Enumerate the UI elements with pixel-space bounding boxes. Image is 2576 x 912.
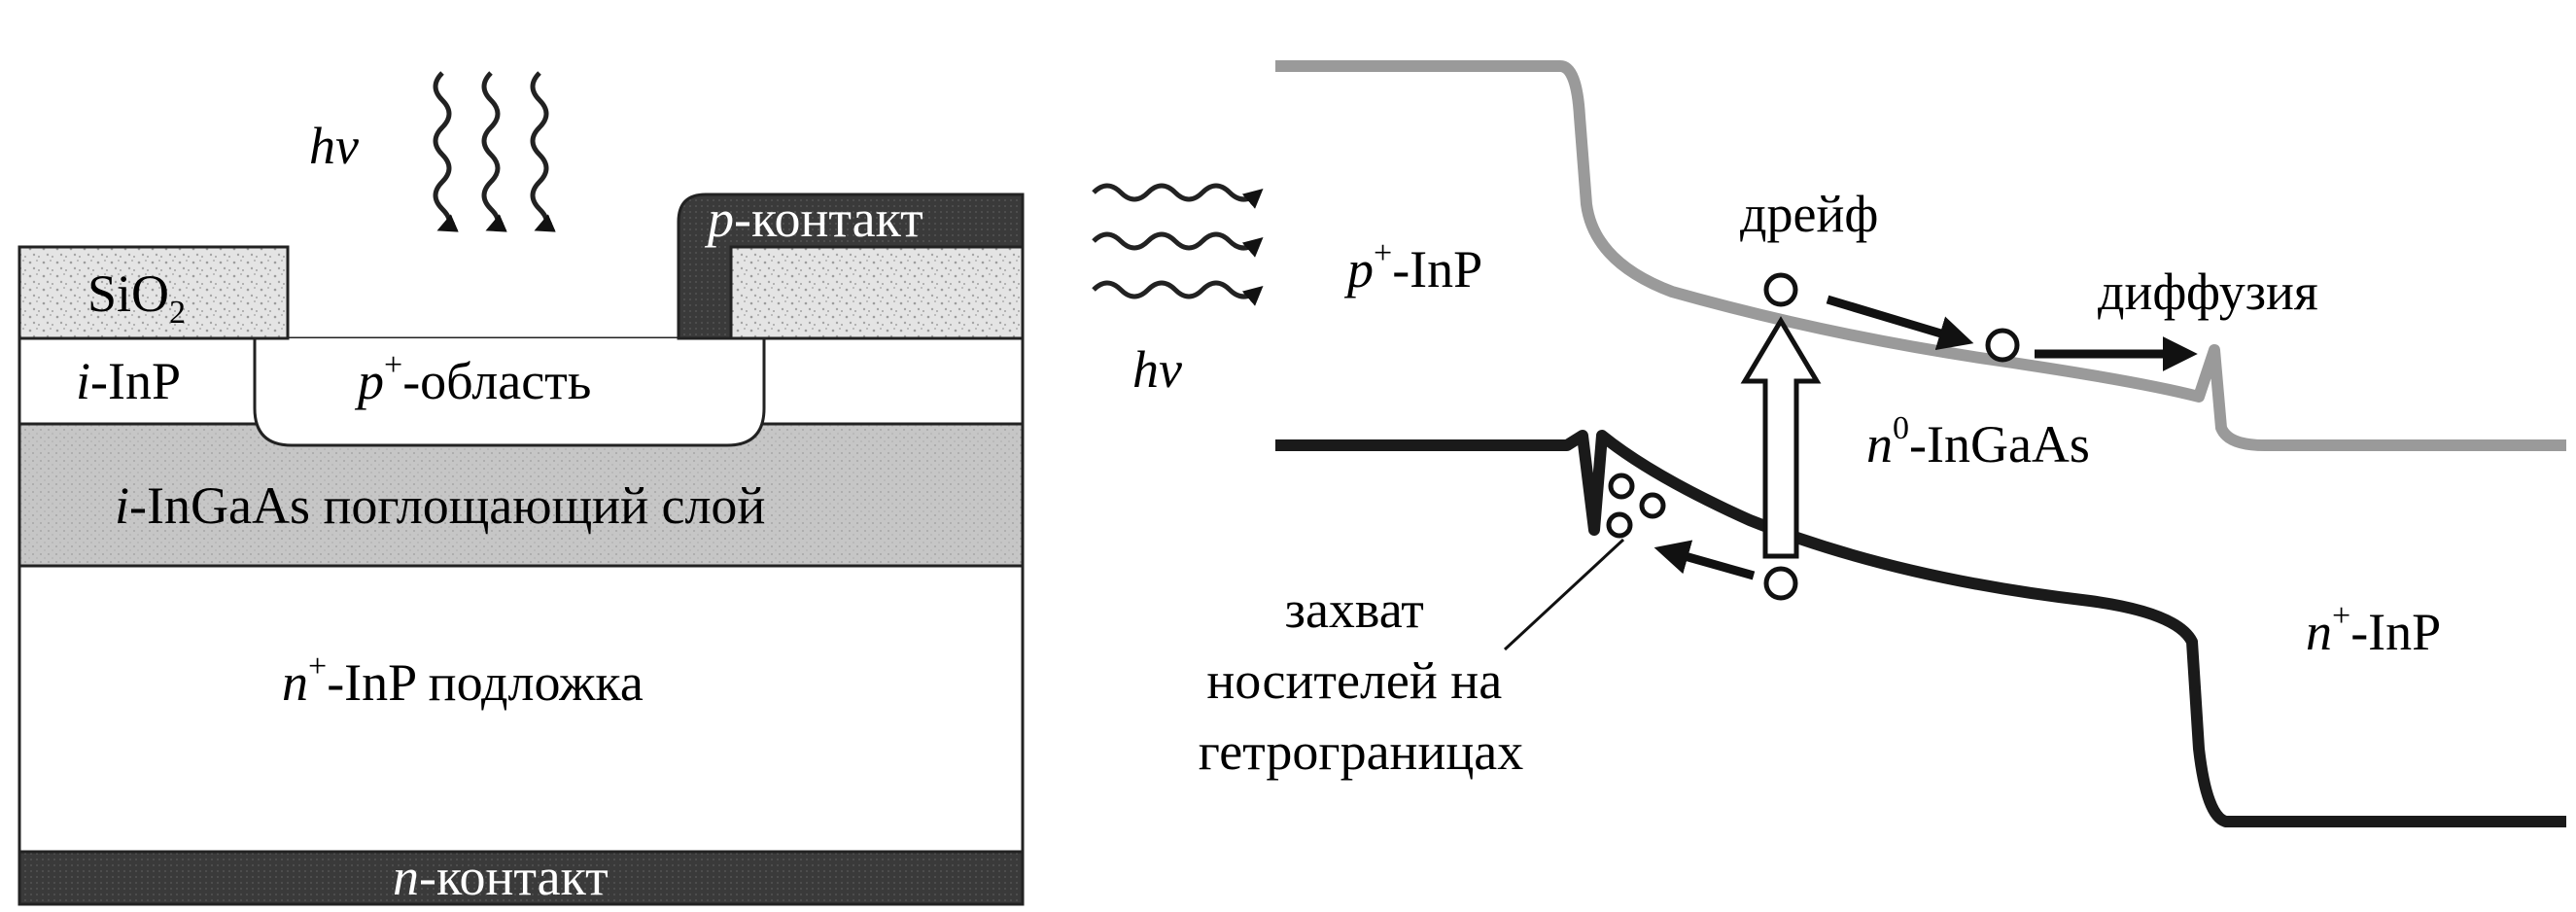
hole [1763,566,1798,601]
generation-arrow [1740,316,1822,559]
photon-arrows-vertical [433,71,556,232]
n-contact-label: n-контакт [393,848,609,906]
diffusion-label: диффузия [2098,263,2318,321]
valence-band [1275,430,2566,827]
hole-arrow [1654,540,1756,580]
drift-arrow [1826,295,1974,350]
i-inp-label: i-InP [76,352,181,410]
trapping-leader [1503,538,1625,651]
substrate-layer [17,564,1025,854]
photon-label-left: hν [309,117,359,175]
p-inp-label: p+-InP [1343,235,1482,298]
carriers [1606,272,2020,601]
absorber-label: i-InGaAs поглощающий слой [115,476,765,535]
p-contact-label: p-контакт [704,190,923,248]
drift-label: дрейф [1740,185,1878,243]
conduction-band [1275,60,2566,451]
n-inp-label: n+-InP [2306,598,2441,661]
p-region-label: p+-область [354,347,591,410]
p-region [253,338,766,447]
electron-drift [1763,272,1798,307]
sio2-right-layer [729,245,1025,340]
band-diagram: hν p+-InP дрейф диффузия n0-InGaAs n+-I [1092,60,2566,827]
trapping-label: захват носителей на гетрограницах [1199,580,1523,781]
photon-arrows-horizontal [1092,183,1264,306]
device-cross-section: hν SiO2 p-контакт i-InP p+-область i-InG… [17,71,1025,906]
sio2-layer [17,245,290,340]
substrate-label: n+-InP подложка [282,649,644,712]
electron-diffusion [1985,328,2020,363]
absorber-layer [17,422,1025,568]
sio2-label: SiO2 [87,264,186,331]
trapped-hole-3 [1606,511,1633,539]
photon-label-right: hν [1132,340,1182,399]
trapped-hole-2 [1639,492,1666,519]
trapped-hole-1 [1608,473,1635,500]
n-contact [17,850,1025,906]
n0-ingaas-label: n0-InGaAs [1866,410,2090,474]
